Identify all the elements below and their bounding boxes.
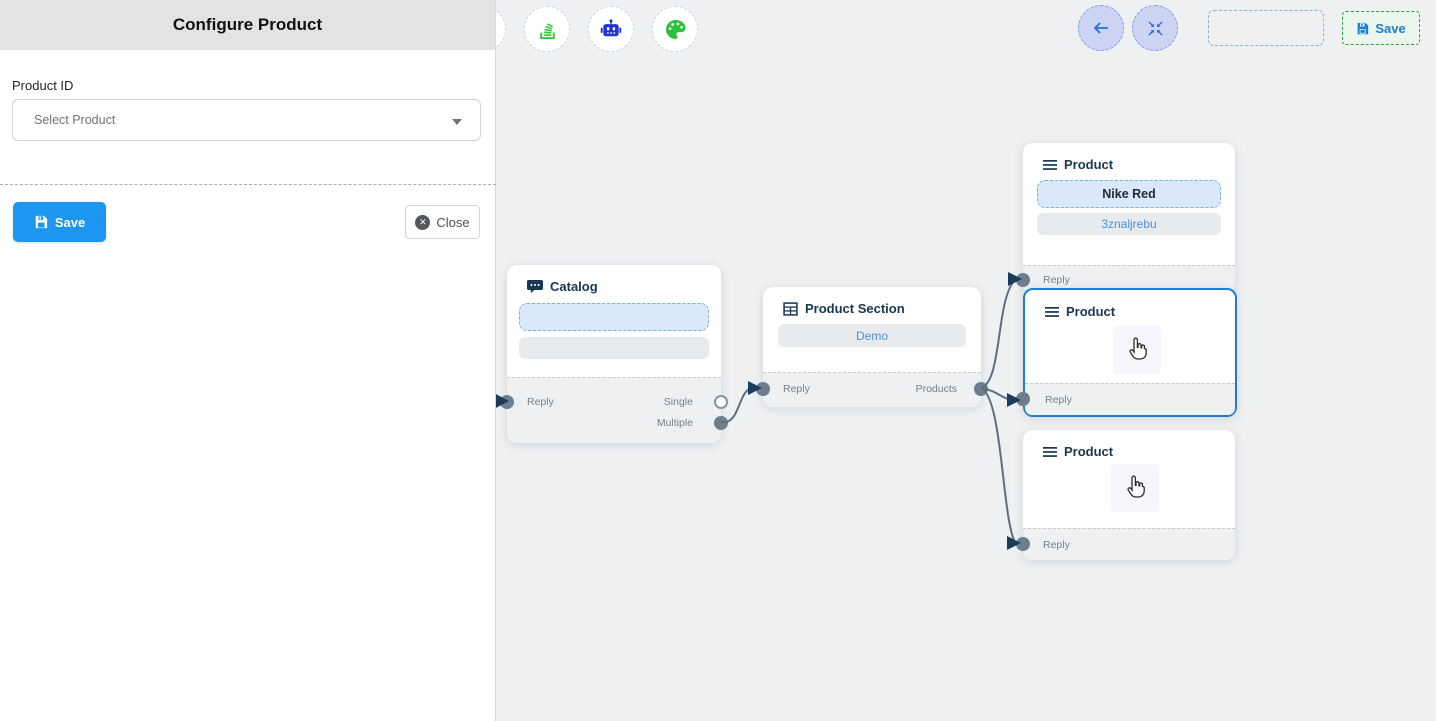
select-value: Select Product bbox=[34, 113, 116, 127]
product-node-bottom[interactable]: Product Reply bbox=[1016, 430, 1235, 560]
reply-port[interactable] bbox=[1016, 537, 1030, 551]
save-icon bbox=[35, 215, 47, 229]
single-port-label: Single bbox=[663, 396, 693, 408]
panel-title: Configure Product bbox=[0, 0, 495, 50]
bot-tool-button[interactable] bbox=[588, 6, 634, 52]
menu-icon bbox=[1045, 306, 1059, 317]
node-title: Product bbox=[1066, 304, 1116, 319]
product-node-middle-selected[interactable]: Product Reply bbox=[1016, 288, 1237, 417]
configure-product-panel: Configure Product Product ID Select Prod… bbox=[0, 0, 496, 721]
palette-icon bbox=[665, 19, 685, 39]
arrow-left-icon bbox=[1093, 22, 1108, 34]
products-port[interactable] bbox=[974, 382, 988, 396]
product-node-top[interactable]: Product Nike Red 3znaljrebu Reply bbox=[1016, 143, 1235, 293]
robot-icon bbox=[600, 19, 622, 37]
chevron-down-icon bbox=[452, 119, 462, 125]
compress-icon bbox=[1147, 20, 1163, 36]
chat-bubble-icon bbox=[527, 279, 543, 293]
reply-port[interactable] bbox=[1016, 273, 1030, 287]
catalog-node[interactable]: Catalog Reply Single Multiple bbox=[500, 265, 728, 443]
section-item[interactable]: Demo bbox=[778, 324, 966, 347]
node-title: Product bbox=[1064, 157, 1114, 172]
flow-canvas[interactable]: Save Catalog Reply Single bbox=[496, 0, 1436, 721]
canvas-save-button[interactable]: Save bbox=[1342, 11, 1420, 45]
reply-port[interactable] bbox=[756, 382, 770, 396]
stack-icon bbox=[539, 22, 555, 39]
save-button[interactable]: Save bbox=[13, 202, 106, 242]
reply-port[interactable] bbox=[500, 395, 514, 409]
reply-port-label: Reply bbox=[527, 396, 554, 408]
product-id-field[interactable]: 3znaljrebu bbox=[1037, 213, 1221, 235]
reply-port-label: Reply bbox=[783, 383, 810, 395]
menu-icon bbox=[1043, 446, 1057, 457]
product-name-field[interactable]: Nike Red bbox=[1037, 180, 1221, 208]
empty-drop-slot[interactable] bbox=[1208, 10, 1324, 46]
multiple-port-label: Multiple bbox=[656, 417, 693, 429]
fit-view-button[interactable] bbox=[1132, 5, 1178, 51]
catalog-selected-field[interactable] bbox=[519, 303, 709, 331]
single-port[interactable] bbox=[714, 395, 728, 409]
product-section-node[interactable]: Product Section Demo Reply Products bbox=[756, 287, 988, 407]
catalog-secondary-field[interactable] bbox=[519, 337, 709, 359]
palette-tool-button[interactable] bbox=[652, 6, 698, 52]
toolbar-button-hidden[interactable] bbox=[496, 6, 506, 52]
canvas-save-label: Save bbox=[1375, 20, 1406, 36]
save-icon bbox=[1357, 22, 1369, 34]
save-button-label: Save bbox=[54, 214, 86, 230]
hand-cursor-overlay bbox=[1113, 326, 1161, 374]
menu-icon bbox=[1043, 159, 1057, 170]
node-title: Catalog bbox=[550, 279, 598, 294]
node-title: Product bbox=[1064, 444, 1114, 459]
hand-cursor-overlay bbox=[1111, 464, 1159, 512]
multiple-port[interactable] bbox=[714, 416, 728, 430]
reply-port-label: Reply bbox=[1045, 394, 1072, 406]
reply-port-label: Reply bbox=[1043, 539, 1070, 551]
close-button-label: Close bbox=[436, 214, 470, 230]
hand-cursor-icon bbox=[1129, 337, 1147, 360]
stack-tool-button[interactable] bbox=[524, 6, 570, 52]
node-title: Product Section bbox=[805, 301, 905, 316]
divider bbox=[0, 184, 496, 185]
reply-port-label: Reply bbox=[1043, 274, 1070, 286]
product-id-label: Product ID bbox=[12, 78, 74, 93]
product-id-select[interactable]: Select Product bbox=[12, 99, 481, 141]
close-icon: ✕ bbox=[415, 214, 431, 230]
hand-cursor-icon bbox=[1127, 475, 1145, 498]
table-icon bbox=[783, 301, 798, 316]
back-button[interactable] bbox=[1078, 5, 1124, 51]
products-port-label: Products bbox=[915, 383, 957, 395]
reply-port[interactable] bbox=[1016, 392, 1030, 406]
close-button[interactable]: ✕ Close bbox=[405, 205, 480, 239]
